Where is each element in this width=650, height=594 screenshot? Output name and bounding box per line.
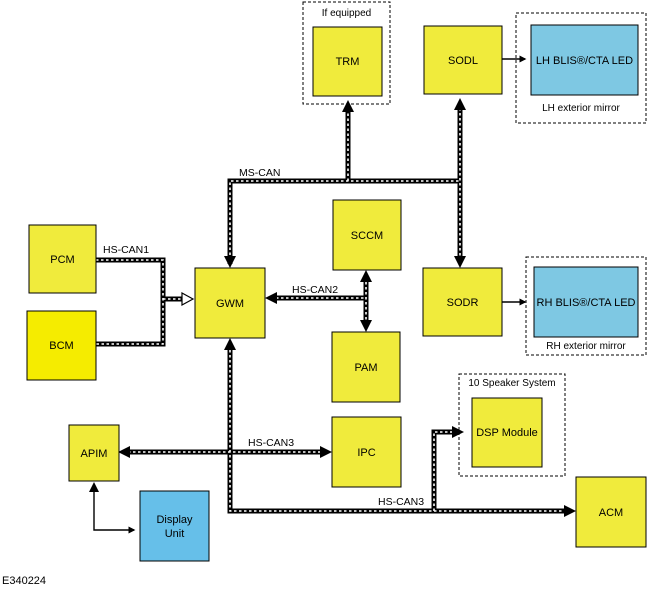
hs-can1-bus [96, 257, 195, 347]
module-bcm: BCM [26, 310, 97, 381]
arrow-to-gwm-2 [265, 292, 277, 304]
module-ipc: IPC [331, 416, 402, 488]
arrow-to-ipc [320, 446, 332, 458]
svg-text:PCM: PCM [50, 254, 74, 266]
module-apim: APIM [68, 424, 120, 482]
arrow-to-apim [118, 446, 130, 458]
hs-can2-bus [265, 270, 372, 332]
svg-text:TRM: TRM [336, 56, 360, 68]
module-rh-led: RH BLIS®/CTA LED [533, 266, 639, 338]
hs-can2-label: HS-CAN2 [292, 284, 338, 296]
module-display-unit: Display Unit [139, 490, 210, 562]
svg-text:ACM: ACM [599, 507, 623, 519]
ms-can-label: MS-CAN [239, 167, 280, 179]
svg-text:BCM: BCM [49, 340, 73, 352]
apim-display-line [93, 490, 136, 534]
svg-text:PAM: PAM [354, 362, 377, 374]
speaker-system-box [458, 373, 566, 477]
arrow-to-dsp [452, 426, 464, 438]
svg-text:Unit: Unit [165, 528, 185, 540]
lh-mirror-caption: LH exterior mirror [542, 103, 620, 114]
arrow-to-pam [360, 320, 372, 332]
module-dsp: DSP Module [471, 397, 543, 468]
svg-text:Display: Display [156, 514, 193, 526]
rh-mirror-caption: RH exterior mirror [546, 341, 626, 352]
lh-mirror-box [515, 12, 647, 124]
ms-can-bus [224, 98, 466, 268]
module-gwm: GWM [194, 267, 266, 339]
arrow-to-sodl [454, 98, 466, 110]
hs-can3-upper-label: HS-CAN3 [248, 437, 294, 449]
module-sccm: SCCM [332, 199, 402, 271]
arrow-to-acm [564, 505, 576, 517]
arrow-to-trm [342, 100, 354, 112]
svg-text:APIM: APIM [81, 448, 108, 460]
hs-can1-label: HS-CAN1 [103, 244, 149, 256]
if-equipped-caption: If equipped [322, 8, 372, 19]
svg-text:SODR: SODR [447, 297, 479, 309]
arrow-to-sodr [454, 256, 466, 268]
figure-id: E340224 [2, 575, 47, 587]
arrow-to-sccm [360, 270, 372, 282]
hs-can3-lower-label: HS-CAN3 [378, 496, 424, 508]
svg-text:GWM: GWM [216, 298, 244, 310]
svg-text:RH BLIS®/CTA LED: RH BLIS®/CTA LED [537, 297, 636, 309]
svg-text:DSP Module: DSP Module [476, 427, 538, 439]
speaker-system-caption: 10 Speaker System [468, 378, 555, 389]
rh-mirror-box [525, 256, 647, 356]
module-pam: PAM [331, 331, 401, 403]
module-sodl: SODL [423, 25, 503, 95]
module-lh-led: LH BLIS®/CTA LED [530, 24, 639, 96]
arrow-to-apim-small [89, 482, 99, 492]
svg-text:LH BLIS®/CTA LED: LH BLIS®/CTA LED [536, 55, 633, 67]
module-pcm: PCM [28, 224, 97, 294]
svg-text:SCCM: SCCM [351, 230, 383, 242]
hs-can3-bus [118, 338, 576, 517]
module-trm: TRM [312, 26, 383, 97]
module-acm: ACM [575, 476, 647, 548]
module-sodr: SODR [422, 267, 503, 337]
arrow-open-to-gwm [181, 291, 195, 307]
arrow-to-gwm [224, 256, 236, 268]
svg-text:IPC: IPC [357, 447, 375, 459]
svg-text:SODL: SODL [448, 55, 478, 67]
arrow-to-gwm-3 [224, 338, 236, 350]
